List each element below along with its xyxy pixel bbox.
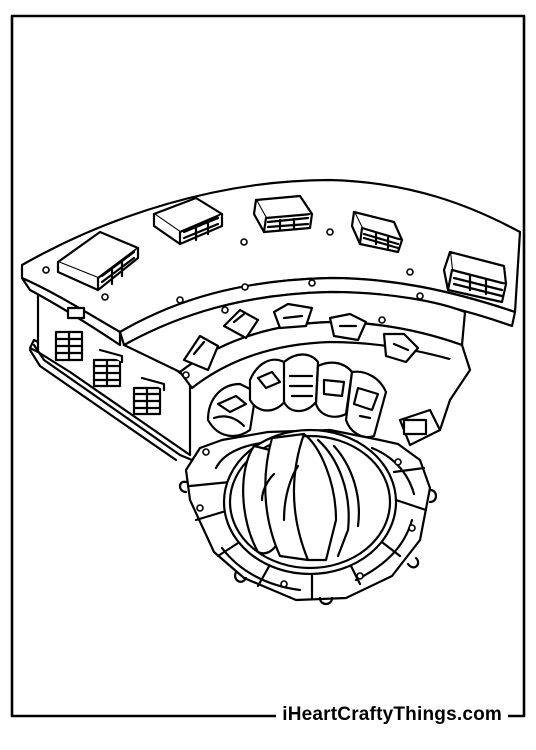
locomotives <box>206 353 388 439</box>
skylight-1 <box>56 230 140 292</box>
skylight-2 <box>152 196 224 246</box>
skylight-3 <box>252 194 314 234</box>
skylight-4 <box>350 210 404 254</box>
turntable-platform <box>178 428 438 606</box>
site-credit: iHeartCraftyThings.com <box>276 704 508 726</box>
skylight-5 <box>442 250 508 304</box>
roundhouse-building <box>20 178 522 462</box>
